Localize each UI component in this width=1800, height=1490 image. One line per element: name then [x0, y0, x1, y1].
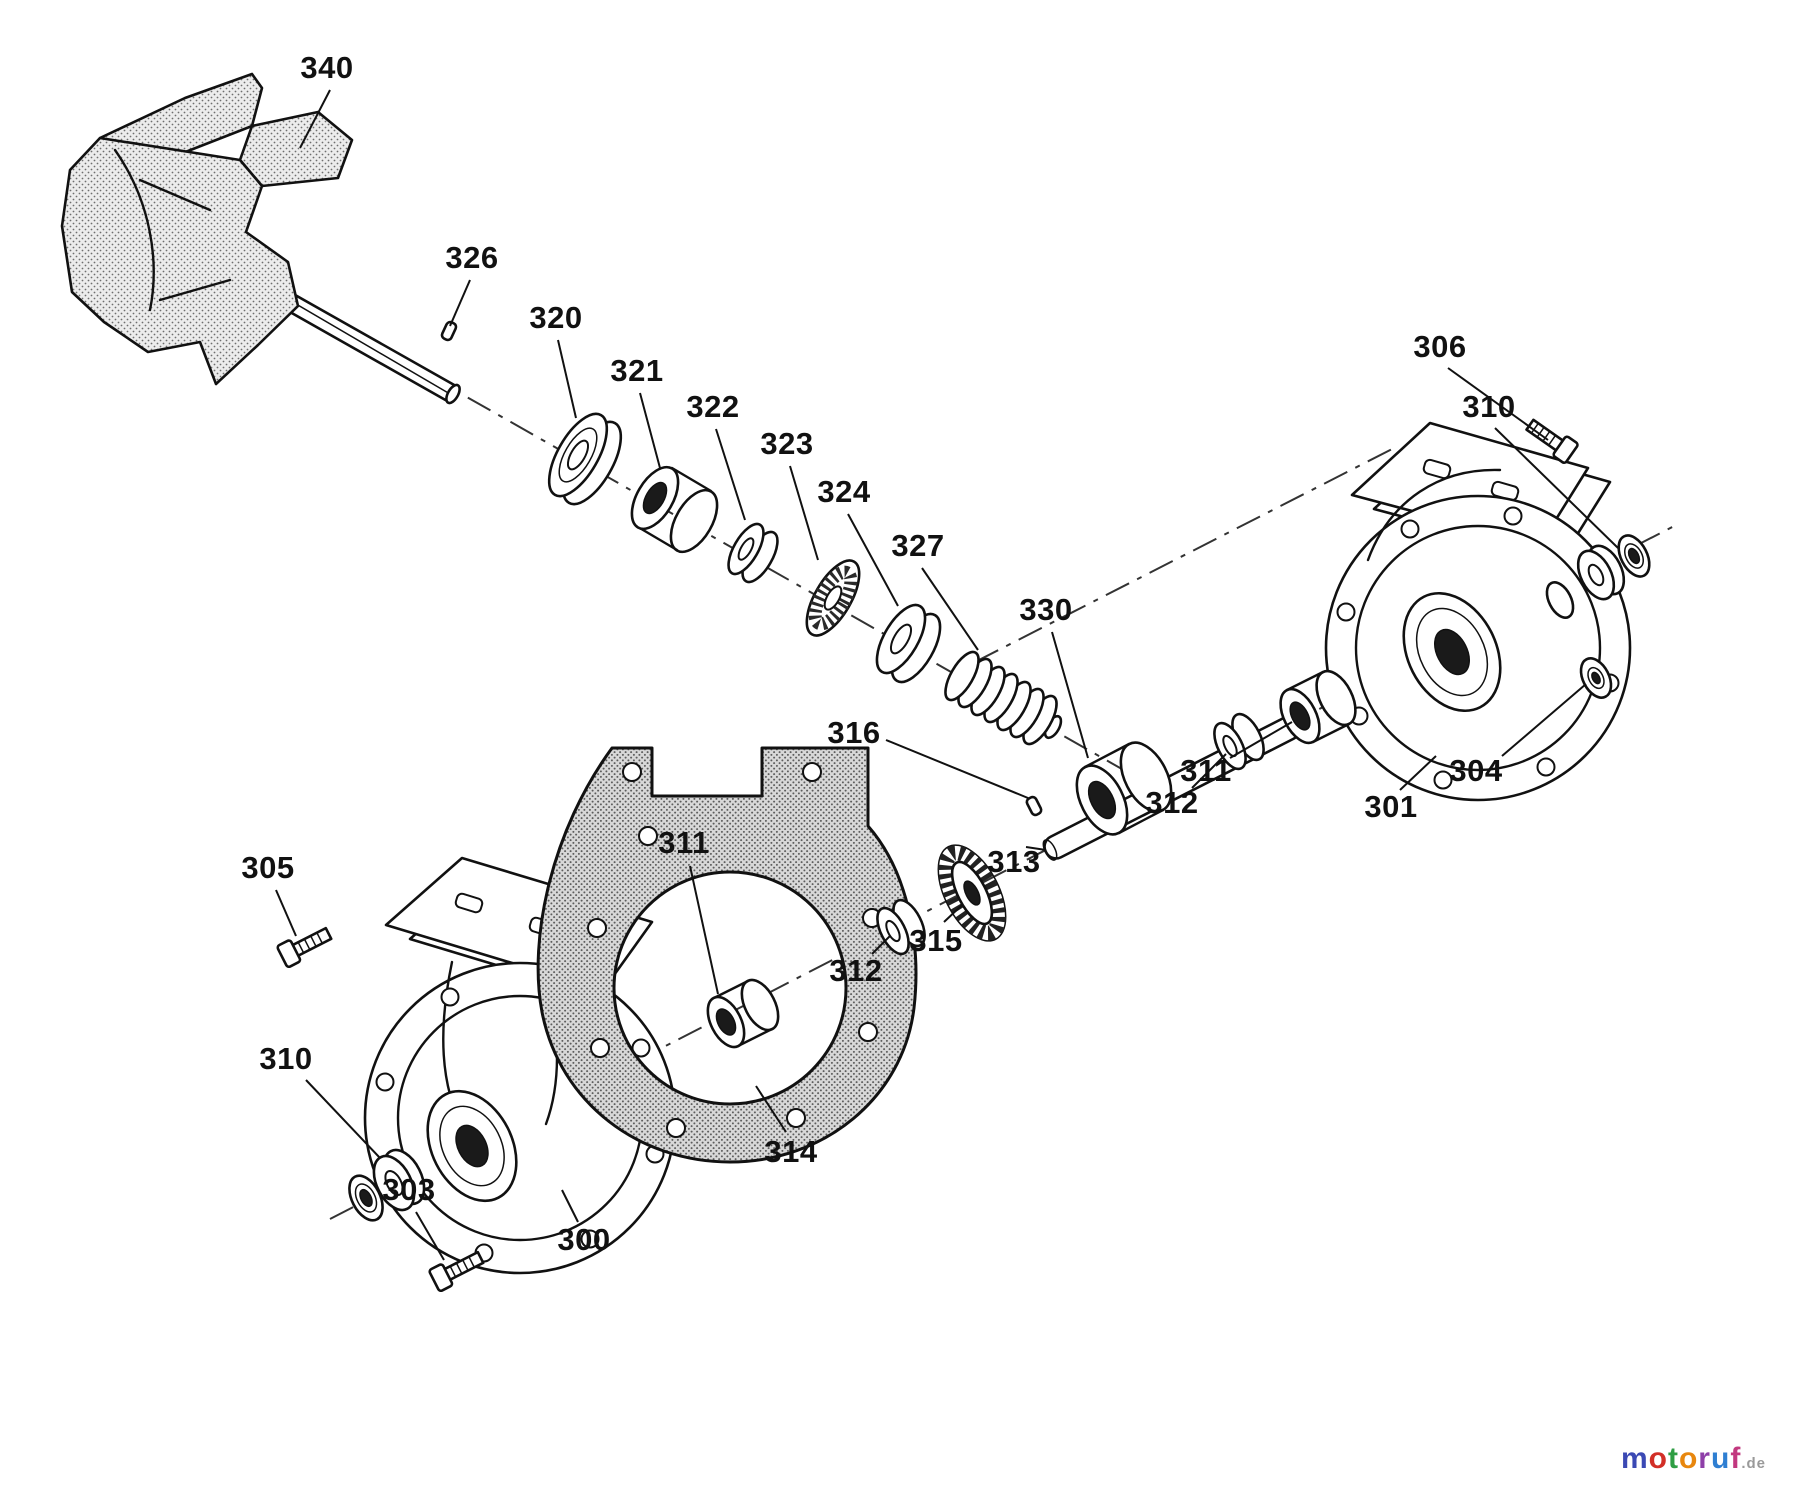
bushing-311-mid	[706, 978, 780, 1049]
pin-316	[1025, 795, 1043, 817]
worm-gear-327	[944, 650, 1063, 746]
watermark-letter: f	[1730, 1442, 1742, 1475]
bearing-321	[630, 465, 719, 554]
washer-312-mid	[876, 898, 926, 956]
bolt-303	[428, 1250, 485, 1293]
watermark-letter: o	[1678, 1442, 1699, 1475]
shear-pin-326	[440, 320, 458, 342]
watermark-suffix: .de	[1741, 1455, 1766, 1472]
auger-paddle-illustration-340	[60, 72, 461, 405]
leader-lines	[275, 89, 1619, 1261]
serrated-washer-323	[805, 559, 861, 637]
bushing-311-right	[1279, 669, 1357, 745]
washer-324	[875, 603, 942, 684]
washer-nut-310-top	[1576, 534, 1651, 601]
gear-housing-right-301	[1324, 421, 1632, 802]
watermark-word: motoruf	[1621, 1442, 1741, 1475]
watermark-letter: o	[1648, 1442, 1668, 1475]
bolt-305	[276, 926, 333, 969]
watermark-letter: r	[1698, 1442, 1711, 1475]
washer-312-right	[1213, 712, 1265, 771]
washer-322	[727, 522, 779, 584]
watermark-letter: m	[1620, 1442, 1649, 1475]
bushing-330	[1075, 741, 1173, 836]
spur-gear-315	[937, 844, 1007, 942]
watermark: motoruf.de	[1621, 1442, 1766, 1476]
washer-320	[547, 412, 623, 506]
gasket-314	[536, 746, 918, 1164]
hex-nut-304	[1579, 657, 1613, 699]
watermark-letter: u	[1710, 1442, 1731, 1475]
washer-nut-310-bottom	[348, 1148, 426, 1222]
watermark-letter: t	[1667, 1442, 1679, 1475]
bolt-306	[1525, 418, 1579, 464]
